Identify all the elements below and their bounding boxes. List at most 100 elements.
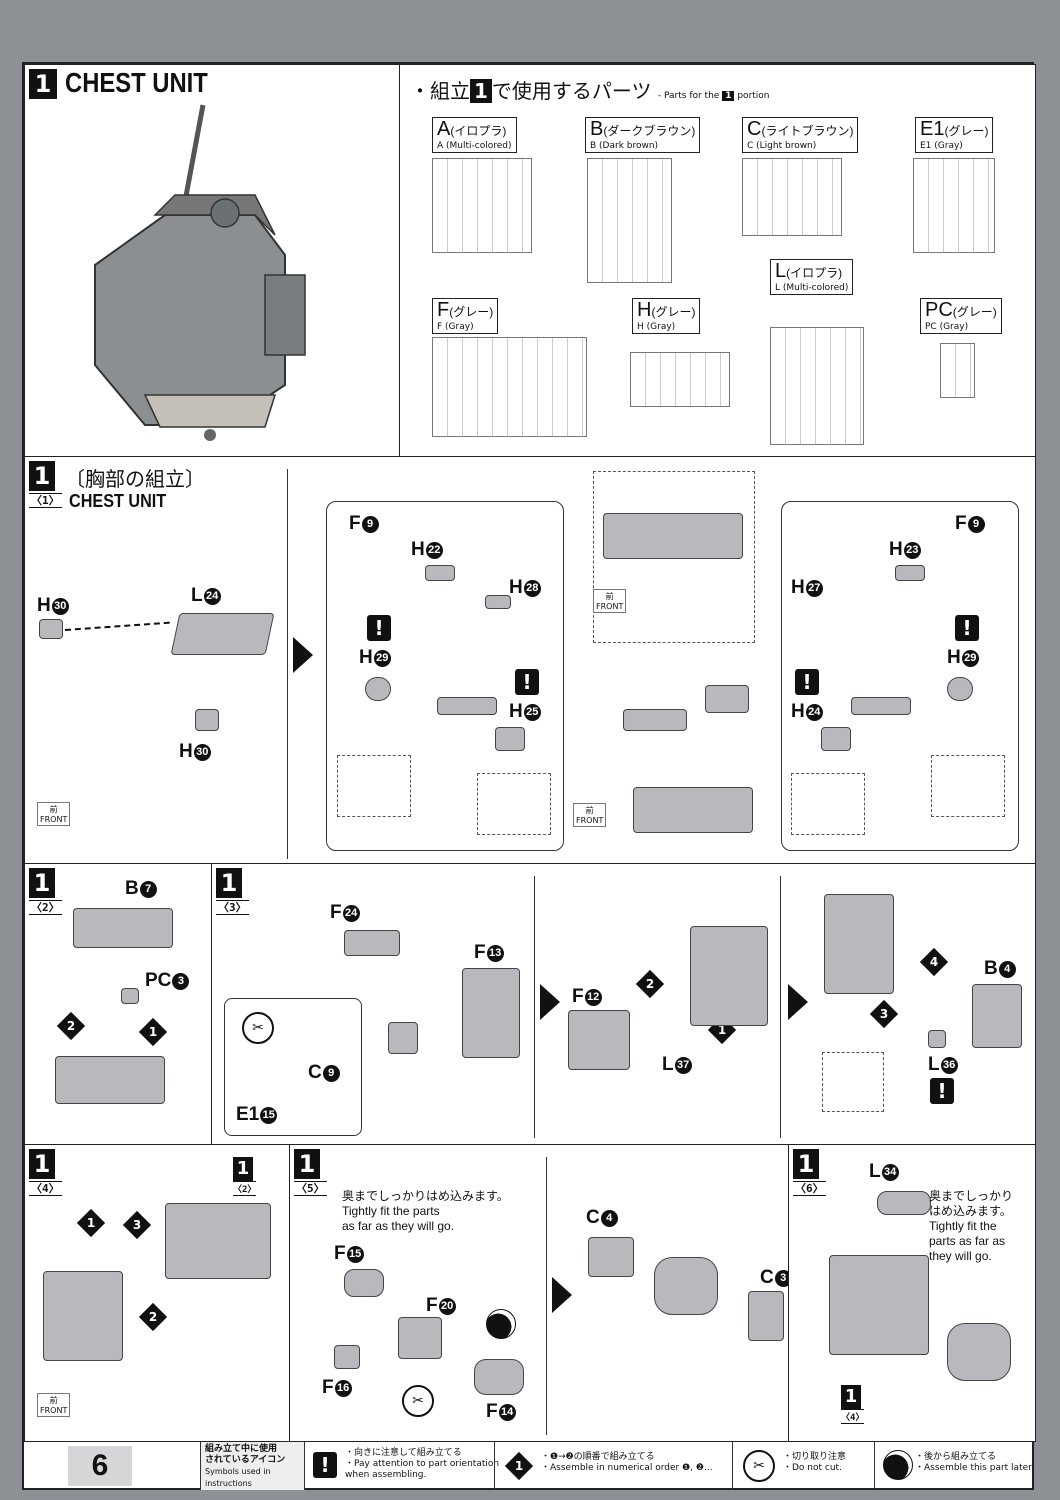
- runner-f: [432, 337, 587, 437]
- step-number: 1: [29, 69, 57, 99]
- order-icon: 1: [76, 1208, 106, 1238]
- part-arm: [851, 697, 911, 715]
- part-arm: [437, 697, 497, 715]
- part-h30-lower: [195, 709, 219, 731]
- chest-assembly: [43, 1271, 123, 1361]
- detail-view-center: [593, 471, 755, 643]
- part-l24: [170, 613, 275, 655]
- assemble-later-icon: [883, 1450, 913, 1480]
- order-icon: 3: [869, 999, 899, 1029]
- part-label-pc: PC(グレー)PC (Gray): [920, 298, 1002, 334]
- step-number: 1: [29, 1149, 55, 1179]
- part-l36: [928, 1030, 946, 1048]
- next-arrow: [788, 984, 808, 1020]
- orientation-warning-icon: !: [930, 1078, 954, 1104]
- substep-reference: 1〈2〉: [233, 1157, 257, 1196]
- part-h24: [821, 727, 851, 751]
- chest-unit-illustration: [94, 104, 306, 441]
- step-number: 1: [29, 868, 55, 898]
- detail-inset: [337, 755, 411, 817]
- detail-box-right: [781, 501, 1019, 851]
- legend-order: 1 ・❶→❷の順番で組み立てる・Assemble in numerical or…: [494, 1442, 732, 1490]
- order-icon: 1: [504, 1451, 534, 1481]
- part-l34: [877, 1191, 931, 1215]
- runner-l: [770, 327, 864, 445]
- part-h29: [947, 677, 973, 701]
- chest-frame-assembly: [55, 1056, 165, 1104]
- next-arrow: [552, 1277, 572, 1313]
- chest-frame-assembly: [633, 787, 753, 833]
- arm-left: [623, 709, 687, 731]
- part-f20: [398, 1317, 442, 1359]
- part-f24: [344, 930, 400, 956]
- step-number: 1: [793, 1149, 819, 1179]
- detail-inset: [822, 1052, 884, 1112]
- order-icon: 4: [919, 947, 949, 977]
- chest-unit-overview: 1 CHEST UNIT: [24, 64, 400, 457]
- step-number: 1: [29, 461, 55, 491]
- part-label-b: B(ダークブラウン)B (Dark brown): [585, 117, 701, 153]
- substep-number: 〈4〉: [29, 1181, 62, 1196]
- step-jp-title: 〔胸部の組立〕: [65, 467, 205, 491]
- substep-reference: 1〈4〉: [841, 1385, 865, 1424]
- orientation-warning-icon: !: [795, 669, 819, 695]
- parts-heading-jp-suffix: で使用するパーツ: [491, 79, 652, 103]
- do-not-cut-icon: ✂: [402, 1385, 434, 1417]
- next-arrow: [293, 637, 313, 673]
- step-1-substep-5: 1 〈5〉 奥までしっかりはめ込みます。Tightly fit the part…: [289, 1144, 789, 1442]
- step-number: 1: [294, 1149, 320, 1179]
- orientation-warning-icon: !: [313, 1452, 337, 1478]
- chest-frame-part: [603, 513, 743, 559]
- orientation-warning-icon: !: [367, 615, 391, 641]
- do-not-cut-icon: ✂: [242, 1012, 274, 1044]
- parts-heading-step: 1: [470, 79, 492, 103]
- orientation-warning-icon: !: [955, 615, 979, 641]
- next-arrow: [540, 984, 560, 1020]
- detail-box-left: [326, 501, 564, 851]
- detail-inset: [931, 755, 1005, 817]
- order-icon: 3: [122, 1210, 152, 1240]
- part-f14: [474, 1359, 524, 1395]
- step-number: 1: [216, 868, 242, 898]
- runner-h: [630, 352, 730, 407]
- legend-cut: ✂ ・切り取り注意・Do not cut.: [732, 1442, 874, 1490]
- part-c4: [588, 1237, 634, 1277]
- part-label-e1: E1(グレー)E1 (Gray): [915, 117, 994, 153]
- part-f16: [334, 1345, 360, 1369]
- runner-b: [587, 158, 672, 283]
- detail-inset: [477, 773, 551, 835]
- detail-inset: [791, 773, 865, 835]
- substep-number: 〈6〉: [793, 1181, 826, 1196]
- part-h30: [39, 619, 63, 639]
- part-pc3: [121, 988, 139, 1004]
- part-f12: [568, 1010, 630, 1070]
- order-icon: 1: [138, 1017, 168, 1047]
- part-b7: [73, 908, 173, 948]
- part-h28: [485, 595, 511, 609]
- runner-pc: [940, 343, 975, 398]
